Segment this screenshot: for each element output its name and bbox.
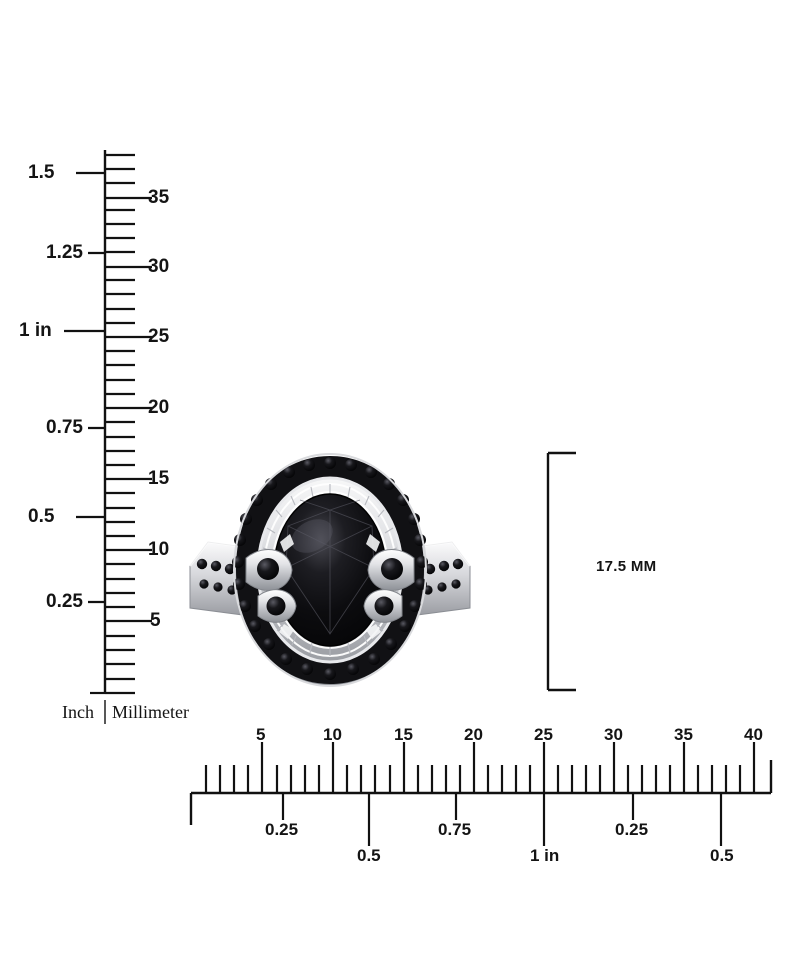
horizontal-mm-ticks	[204, 742, 756, 793]
horizontal-mm-label-35: 35	[674, 725, 693, 744]
vertical-mm-label-30: 30	[148, 256, 170, 277]
dimension-bracket-lines	[546, 451, 576, 692]
dimension-label-17-5-mm: 17.5 MM	[596, 558, 657, 575]
vertical-mm-label-5: 5	[150, 610, 161, 631]
vertical-mm-label-35: 35	[148, 187, 170, 208]
outer-halo-stones	[232, 457, 428, 680]
horizontal-inch-label-0-5a: 0.5	[357, 846, 381, 865]
horizontal-mm-label-30: 30	[604, 725, 623, 744]
product-image-ring	[188, 438, 472, 702]
vertical-mm-label-15: 15	[148, 468, 170, 489]
vertical-mm-label-20: 20	[148, 397, 170, 418]
vertical-mm-ticks	[105, 153, 152, 695]
unit-label-millimeter: Millimeter	[112, 702, 189, 722]
unit-label-inch: Inch	[62, 702, 94, 722]
vertical-inch-label-0-25: 0.25	[46, 591, 83, 612]
vertical-mm-label-10: 10	[148, 539, 170, 560]
horizontal-mm-label-25: 25	[534, 725, 553, 744]
side-accent-right	[363, 549, 415, 623]
stone-highlight	[291, 519, 333, 553]
horizontal-inch-label-0-5b: 0.5	[710, 846, 734, 865]
vertical-inch-label-0-5: 0.5	[28, 506, 55, 527]
vertical-inch-label-1-25: 1.25	[46, 242, 83, 263]
horizontal-inch-ticks	[281, 793, 723, 846]
horizontal-mm-label-20: 20	[464, 725, 483, 744]
vertical-inch-label-1-in: 1 in	[19, 320, 52, 341]
horizontal-inch-label-0-25b: 0.25	[615, 820, 649, 839]
horizontal-mm-label-10: 10	[323, 725, 342, 744]
prongs	[279, 534, 381, 639]
horizontal-mm-label-40: 40	[744, 725, 763, 744]
ring-vector	[189, 453, 471, 687]
horizontal-inch-label-1-in: 1 in	[530, 846, 560, 865]
horizontal-mm-label-5: 5	[256, 725, 266, 744]
horizontal-inch-label-0-25a: 0.25	[265, 820, 299, 839]
side-accent-left	[245, 549, 297, 623]
vertical-inch-label-1-5: 1.5	[28, 162, 55, 183]
vertical-mm-label-25: 25	[148, 326, 170, 347]
horizontal-mm-label-15: 15	[394, 725, 413, 744]
horizontal-inch-label-0-75: 0.75	[438, 820, 472, 839]
vertical-inch-label-0-75: 0.75	[46, 417, 83, 438]
